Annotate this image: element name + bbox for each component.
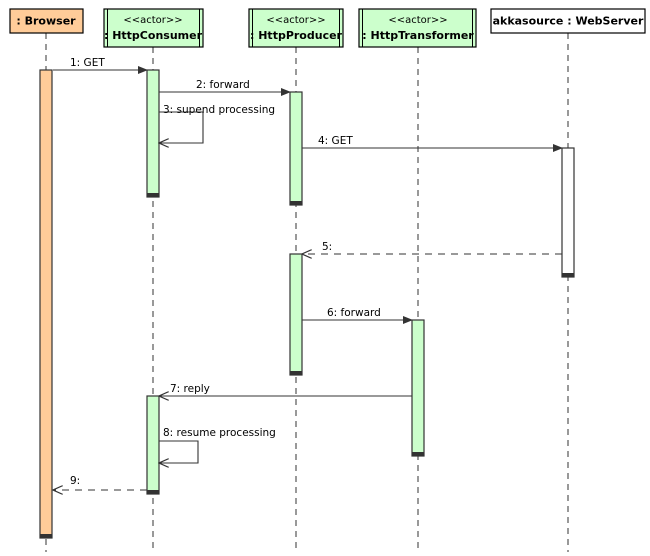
message-label-1: 1: GET [70, 57, 105, 69]
message-label-8: 8: resume processing [163, 427, 276, 439]
message-3: 3: supend processing [159, 104, 275, 143]
message-label-5: 5: [322, 241, 332, 253]
message-label-4: 4: GET [318, 135, 353, 147]
activation-end-cap [412, 452, 424, 456]
participant-head-httptransformer[interactable]: <<actor>> : HttpTransformer [358, 8, 477, 48]
participant-stereotype-httpproducer: <<actor>> [266, 15, 325, 26]
message-7: 7: reply [159, 383, 412, 396]
participant-label-webserver: akkasource : WebServer [493, 15, 644, 28]
message-1: 1: GET [53, 57, 148, 74]
message-arrow-self-8 [159, 440, 199, 463]
activation-bar-httpproducer [289, 253, 303, 376]
participant-label-httpconsumer: : HttpConsumer [104, 29, 203, 42]
message-label-2: 2: forward [196, 79, 250, 91]
activation-end-cap [290, 371, 302, 375]
participant-box-httpproducer[interactable] [248, 8, 344, 48]
participant-head-browser[interactable]: : Browser [9, 8, 84, 34]
participant-box-webserver[interactable] [490, 8, 646, 34]
participant-label-httptransformer: : HttpTransformer [362, 29, 474, 42]
message-8: 8: resume processing [159, 427, 276, 463]
message-label-6: 6: forward [327, 307, 381, 319]
participant-head-httpproducer[interactable]: <<actor>> : HttpProducer [248, 8, 344, 48]
activation-end-cap [562, 273, 574, 277]
activation-bar-httpproducer [289, 91, 303, 206]
participant-box-httpconsumer[interactable] [103, 8, 204, 48]
message-5: 5: [302, 241, 562, 254]
message-6: 6: forward [302, 307, 413, 324]
participant-label-browser: : Browser [16, 15, 76, 28]
message-arrow-self-3 [159, 111, 204, 143]
lifelines-group [45, 33, 569, 552]
activation-bar-browser [39, 69, 53, 539]
participant-head-webserver[interactable]: akkasource : WebServer [490, 8, 646, 34]
activation-end-cap [290, 201, 302, 205]
activation-bar-httpconsumer [146, 69, 160, 198]
message-9: 9: [53, 475, 147, 490]
participant-heads-group: : Browser<<actor>>: HttpConsumer<<actor>… [9, 8, 646, 48]
activation-end-cap [147, 490, 159, 494]
message-label-3: 3: supend processing [163, 104, 275, 116]
message-2: 2: forward [159, 79, 291, 96]
messages-group: 1: GET 2: forward 3: supend processing 4: G… [53, 57, 563, 490]
participant-head-httpconsumer[interactable]: <<actor>> : HttpConsumer [103, 8, 204, 48]
message-label-9: 9: [70, 475, 80, 487]
participant-stereotype-httpconsumer: <<actor>> [123, 15, 182, 26]
participant-stereotype-httptransformer: <<actor>> [388, 15, 447, 26]
participant-box-browser[interactable] [9, 8, 84, 34]
activation-bar-httpconsumer [146, 395, 160, 495]
participant-label-httpproducer: : HttpProducer [250, 29, 343, 42]
activations-group [39, 69, 575, 539]
activation-end-cap [40, 534, 52, 538]
participant-box-httptransformer[interactable] [358, 8, 477, 48]
activation-bar-webserver [561, 147, 575, 278]
message-label-7: 7: reply [170, 383, 210, 395]
activation-end-cap [147, 193, 159, 197]
message-4: 4: GET [302, 135, 563, 152]
activation-bar-httptransformer [411, 319, 425, 457]
